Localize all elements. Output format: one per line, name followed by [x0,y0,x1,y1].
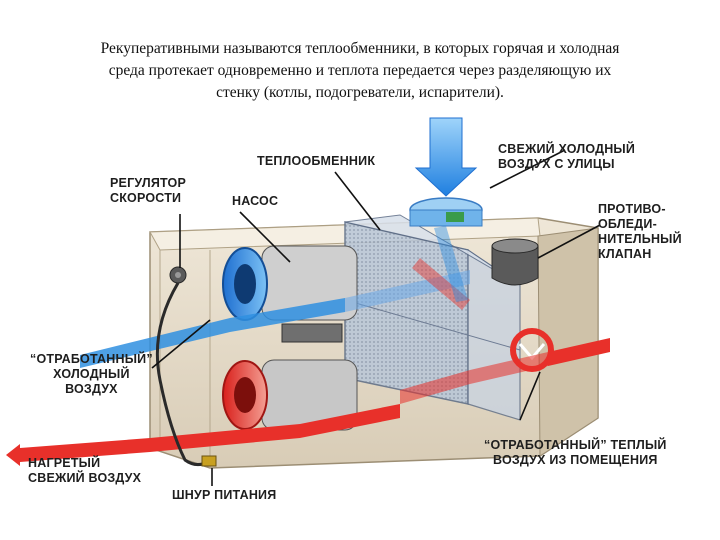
label-heated-fresh-air-line-2: СВЕЖИЙ ВОЗДУХ [28,471,142,485]
label-speed-regulator: РЕГУЛЯТОР СКОРОСТИ [110,176,186,206]
label-fresh-cold-air: СВЕЖИЙ ХОЛОДНЫЙ ВОЗДУХ С УЛИЦЫ [498,142,635,172]
flow-arrow-fresh-down [434,226,468,302]
label-power-cord: ШНУР ПИТАНИЯ [172,488,277,502]
label-anti-icing-valve-line-1: ПРОТИВО- [598,202,666,216]
diagram-caption: Рекуперативными называются теплообменник… [40,38,680,104]
anti-icing-valve [491,238,539,286]
fresh-air-inlet [409,117,483,227]
caption-line-3: стенку (котлы, подогреватели, испарители… [216,84,504,101]
label-heat-exchanger: ТЕПЛООБМЕННИК [257,154,376,168]
caption-line-2: среда протекает одновременно и теплота п… [108,62,612,79]
label-exhaust-cold-air-line-1: “ОТРАБОТАННЫЙ” [30,352,153,366]
label-fresh-cold-air-line-1: СВЕЖИЙ ХОЛОДНЫЙ [498,142,636,156]
label-anti-icing-valve: ПРОТИВО- ОБЛЕДИ- НИТЕЛЬНЫЙ КЛАПАН [598,202,682,262]
leader-lines [151,149,601,486]
power-cord [155,282,217,467]
label-speed-regulator-line-1: РЕГУЛЯТОР [110,176,187,190]
label-fresh-cold-air-line-2: ВОЗДУХ С УЛИЦЫ [498,157,615,171]
label-exhaust-cold-air-line-3: ВОЗДУХ [65,382,118,396]
label-heated-fresh-air-line-1: НАГРЕТЫЙ [28,456,101,470]
flow-arrow-exhaust-cold [80,270,470,368]
fan-warm-red [222,359,358,431]
label-anti-icing-valve-line-4: КЛАПАН [598,247,652,261]
flow-arrow-warm-room [400,258,610,404]
flow-arrow-heated-fresh [6,404,400,466]
speed-regulator-knob [169,266,187,284]
label-anti-icing-valve-line-3: НИТЕЛЬНЫЙ [598,232,682,246]
label-anti-icing-valve-line-2: ОБЛЕДИ- [598,217,657,231]
label-pump: НАСОС [232,194,279,208]
caption-line-1: Рекуперативными называются теплообменник… [100,40,620,57]
label-exhaust-warm-air: “ОТРАБОТАННЫЙ” ТЕПЛЫЙ ВОЗДУХ ИЗ ПОМЕЩЕНИ… [484,438,667,468]
label-heated-fresh-air: НАГРЕТЫЙ СВЕЖИЙ ВОЗДУХ [28,456,141,486]
label-exhaust-cold-air: “ОТРАБОТАННЫЙ” ХОЛОДНЫЙ ВОЗДУХ [30,352,153,397]
label-exhaust-warm-air-line-2: ВОЗДУХ ИЗ ПОМЕЩЕНИЯ [493,453,658,467]
label-speed-regulator-line-2: СКОРОСТИ [110,191,182,205]
label-exhaust-cold-air-line-2: ХОЛОДНЫЙ [53,367,130,381]
label-exhaust-warm-air-line-1: “ОТРАБОТАННЫЙ” ТЕПЛЫЙ [484,438,667,452]
